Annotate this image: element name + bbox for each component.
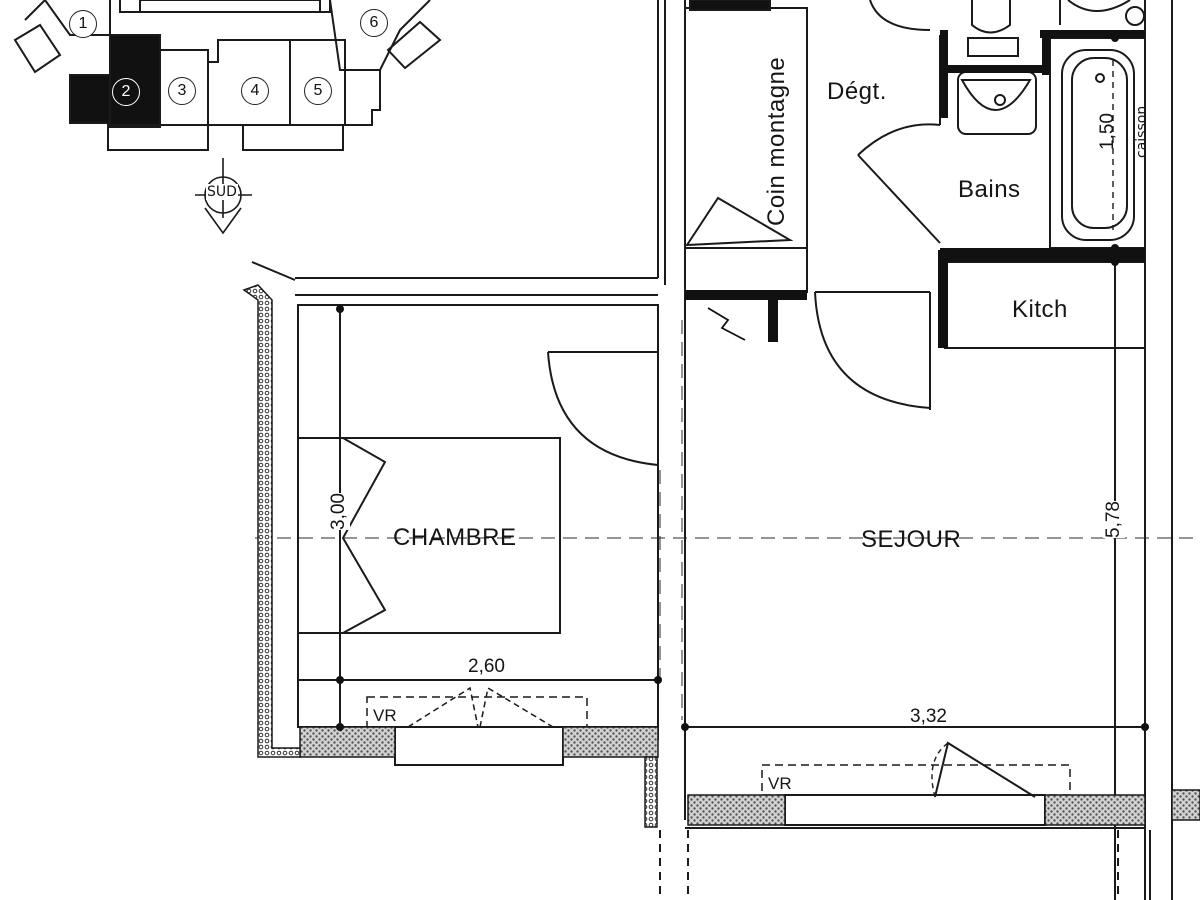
orientation-label: SUD (206, 184, 238, 200)
room-label-sejour: SEJOUR (861, 526, 962, 553)
key-unit-5: 5 (304, 77, 332, 105)
dimension-dots (336, 34, 1149, 731)
axis-lines (255, 320, 1200, 720)
dimension-sejour-width: 3,32 (910, 706, 947, 727)
key-unit-3: 3 (168, 77, 196, 105)
key-unit-1: 1 (69, 10, 97, 38)
window-label-sejour: VR (768, 774, 792, 793)
window-label-chambre: VR (373, 706, 397, 725)
room-label-kitch: Kitch (1012, 296, 1068, 323)
dimension-bath-length: 1,50 (1097, 113, 1118, 150)
dimension-chambre-width: 2,60 (468, 656, 505, 677)
room-label-degt: Dégt. (827, 78, 887, 105)
caisson-label: caisson (1134, 105, 1150, 158)
room-label-coin-montagne: Coin montagne (763, 56, 790, 226)
exterior-walls (242, 284, 1200, 828)
key-unit-2: 2 (112, 78, 140, 106)
solid-walls (685, 30, 1145, 348)
dimension-chambre-depth: 3,00 (328, 493, 350, 530)
key-unit-4: 4 (241, 77, 269, 105)
electric-panel-icon (707, 307, 746, 341)
dimension-sejour-depth: 5,78 (1103, 501, 1125, 538)
key-unit-6: 6 (360, 9, 388, 37)
structure-lines (251, 0, 1173, 900)
room-label-bains: Bains (958, 176, 1021, 203)
room-label-chambre: CHAMBRE (393, 524, 517, 551)
